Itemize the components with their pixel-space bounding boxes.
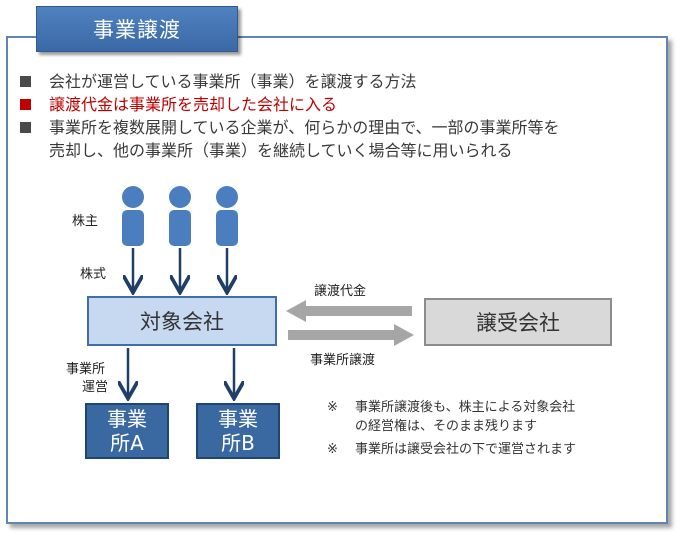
shareholder-person-icon [216, 186, 238, 246]
transfer-payment-arrow [286, 300, 412, 322]
page-title: 事業譲渡 [36, 6, 238, 52]
note-item: ※ 事業所譲渡後も、株主による対象会社 の経営権は、そのまま残ります [327, 398, 576, 436]
operation-label-line2: 運営 [82, 380, 109, 395]
transfer-payment-label: 譲渡代金 [314, 284, 367, 299]
note-text-continued: の経営権は、そのまま残ります [355, 419, 538, 434]
office-a-label-line1: 事業 [107, 407, 147, 431]
bullet-square-icon [20, 122, 31, 133]
bullet-item: 会社が運営している事業所（事業）を譲渡する方法 [20, 70, 660, 93]
office-b-label-line2: 所B [221, 431, 255, 455]
office-a-box: 事業 所A [85, 403, 169, 459]
note-text: 事業所は譲受会社の下で運営されます [355, 442, 577, 457]
shareholders-label: 株主 [72, 214, 99, 229]
note-text: 事業所譲渡後も、株主による対象会社 [355, 400, 576, 415]
note-mark: ※ [327, 400, 338, 415]
note-item: ※ 事業所は譲受会社の下で運営されます [327, 440, 576, 459]
office-b-label-line1: 事業 [218, 407, 258, 431]
notes: ※ 事業所譲渡後も、株主による対象会社 の経営権は、そのまま残ります ※ 事業所… [327, 398, 576, 459]
office-a-label-line2: 所A [110, 431, 144, 455]
note-mark: ※ [327, 442, 338, 457]
shares-label: 株式 [80, 267, 107, 282]
shareholder-person-icon [169, 186, 191, 246]
bullet-square-icon [20, 99, 31, 110]
bullet-square-icon [20, 76, 31, 87]
target-company-box: 対象会社 [87, 296, 277, 346]
office-transfer-label: 事業所譲渡 [310, 353, 376, 368]
bullet-text: 事業所を複数展開している企業が、何らかの理由で、一部の事業所等を [49, 118, 560, 137]
office-transfer-arrow [288, 324, 414, 346]
office-b-box: 事業 所B [196, 403, 280, 459]
bullet-list: 会社が運営している事業所（事業）を譲渡する方法 譲渡代金は事業所を売却した会社に… [20, 70, 660, 162]
bullet-text: 譲渡代金は事業所を売却した会社に入る [49, 95, 338, 114]
operation-label-line1: 事業所 [66, 362, 106, 377]
bullet-item-highlight: 譲渡代金は事業所を売却した会社に入る [20, 93, 660, 116]
bullet-text: 会社が運営している事業所（事業）を譲渡する方法 [49, 72, 417, 91]
bullet-text-continued: 売却し、他の事業所（事業）を継続していく場合等に用いられる [49, 141, 513, 160]
acquirer-company-box: 譲受会社 [424, 298, 612, 346]
shareholder-person-icon [122, 186, 144, 246]
bullet-item: 事業所を複数展開している企業が、何らかの理由で、一部の事業所等を 売却し、他の事… [20, 116, 660, 162]
